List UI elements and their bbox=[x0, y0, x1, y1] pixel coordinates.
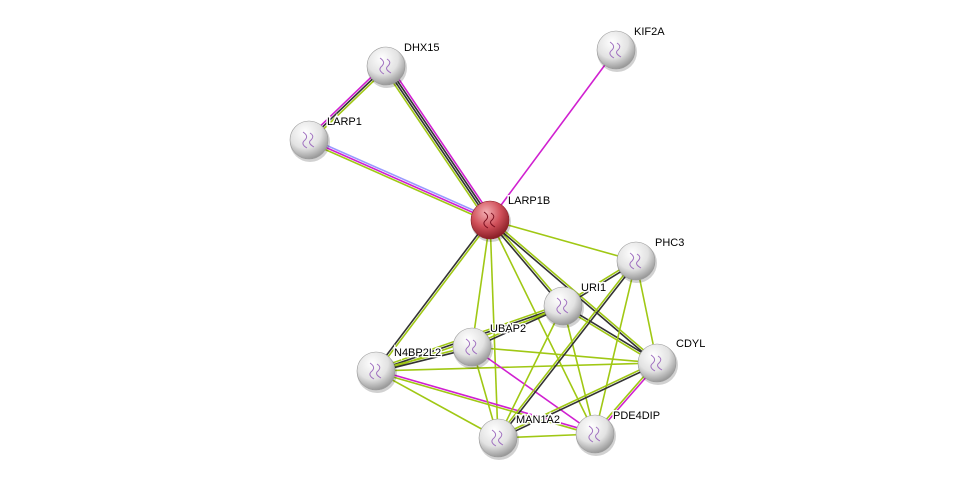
edge-uri1-man1a2[interactable] bbox=[497, 305, 564, 439]
node-phc3[interactable]: PHC3 bbox=[616, 236, 686, 283]
edge-line-coexpression bbox=[498, 363, 658, 440]
protein-structure-icon bbox=[650, 354, 663, 372]
node-bubble[interactable] bbox=[478, 418, 518, 458]
edge-phc3-man1a2[interactable] bbox=[496, 259, 638, 440]
edge-n4bp2l2-man1a2[interactable] bbox=[375, 370, 499, 439]
node-label: KIF2A bbox=[634, 26, 665, 38]
edge-line-textmining bbox=[307, 141, 490, 223]
edge-uri1-pde4dip[interactable] bbox=[562, 305, 596, 435]
edge-line-experiments bbox=[489, 49, 617, 221]
edge-line-textmining bbox=[375, 362, 658, 372]
node-label: PHC3 bbox=[655, 237, 684, 249]
edge-larp1b-kif2a[interactable] bbox=[489, 49, 617, 221]
node-bubble[interactable] bbox=[366, 46, 406, 86]
protein-structure-icon bbox=[369, 362, 382, 380]
edge-larp1b-n4bp2l2[interactable] bbox=[374, 218, 492, 373]
node-bubble[interactable] bbox=[543, 286, 583, 326]
node-bubble[interactable] bbox=[452, 327, 492, 367]
edge-phc3-pde4dip[interactable] bbox=[594, 260, 637, 435]
node-dhx15[interactable]: DHX15 bbox=[366, 41, 441, 88]
node-bubble[interactable] bbox=[575, 414, 615, 454]
edge-line-textmining bbox=[489, 219, 499, 439]
edge-cdyl-man1a2[interactable] bbox=[497, 361, 658, 440]
edge-larp1b-pde4dip[interactable] bbox=[489, 219, 596, 435]
edge-line-textmining bbox=[497, 361, 657, 438]
node-bubble[interactable] bbox=[616, 241, 656, 281]
protein-structure-icon bbox=[609, 41, 622, 59]
edge-n4bp2l2-cdyl[interactable] bbox=[375, 362, 658, 372]
protein-structure-icon bbox=[629, 252, 642, 270]
edge-line-textmining bbox=[376, 220, 492, 373]
edge-line-experiments bbox=[388, 63, 494, 219]
node-label: DHX15 bbox=[404, 42, 439, 54]
node-bubble[interactable] bbox=[637, 343, 677, 383]
protein-structure-icon bbox=[302, 131, 315, 149]
edge-line-coexpression bbox=[498, 261, 638, 440]
edge-line-coexpression bbox=[386, 64, 492, 220]
node-bubble[interactable] bbox=[356, 351, 396, 391]
node-label: LARP1 bbox=[327, 116, 362, 128]
edge-line-textmining bbox=[471, 219, 491, 348]
protein-structure-icon bbox=[483, 211, 496, 229]
edge-line-textmining bbox=[382, 67, 488, 223]
node-man1a2[interactable]: MAN1A2 bbox=[478, 413, 562, 460]
node-label: N4BP2L2 bbox=[394, 347, 441, 359]
edge-line-textmining bbox=[594, 260, 637, 435]
node-bubble[interactable] bbox=[596, 30, 636, 70]
node-larp1[interactable]: LARP1 bbox=[289, 115, 363, 162]
edge-line-experiments bbox=[376, 369, 596, 434]
edge-line-textmining bbox=[375, 370, 499, 439]
edge-line-textmining bbox=[496, 259, 636, 438]
node-bubble[interactable] bbox=[289, 120, 329, 160]
edge-line-textmining bbox=[489, 219, 637, 262]
edge-line-textmining bbox=[497, 305, 564, 439]
protein-structure-icon bbox=[379, 57, 392, 75]
edge-larp1b-larp1[interactable] bbox=[307, 137, 492, 223]
edge-larp1b-phc3[interactable] bbox=[489, 219, 637, 262]
node-n4bp2l2[interactable]: N4BP2L2 bbox=[356, 346, 443, 393]
edge-line-textmining bbox=[375, 371, 595, 436]
node-label: LARP1B bbox=[508, 195, 550, 207]
node-label: MAN1A2 bbox=[516, 414, 560, 426]
node-larp1b[interactable]: LARP1B bbox=[470, 194, 552, 242]
protein-structure-icon bbox=[588, 425, 601, 443]
edge-larp1b-ubap2[interactable] bbox=[471, 219, 491, 348]
edge-larp1b-dhx15[interactable] bbox=[382, 63, 494, 223]
node-ubap2[interactable]: UBAP2 bbox=[452, 322, 528, 369]
node-kif2a[interactable]: KIF2A bbox=[596, 25, 667, 72]
protein-structure-icon bbox=[465, 338, 478, 356]
node-label: CDYL bbox=[676, 338, 705, 350]
node-uri1[interactable]: URI1 bbox=[543, 281, 608, 328]
edge-larp1b-man1a2[interactable] bbox=[489, 219, 499, 439]
node-label: URI1 bbox=[581, 282, 606, 294]
node-label: UBAP2 bbox=[490, 323, 526, 335]
node-bubble[interactable] bbox=[470, 200, 510, 240]
edge-line-textmining bbox=[489, 219, 596, 435]
protein-structure-icon bbox=[556, 297, 569, 315]
edge-line-textmining bbox=[562, 305, 596, 435]
node-pde4dip[interactable]: PDE4DIP bbox=[575, 409, 662, 456]
edge-n4bp2l2-pde4dip[interactable] bbox=[375, 369, 596, 436]
edge-line-coexpression bbox=[374, 218, 490, 371]
node-cdyl[interactable]: CDYL bbox=[637, 337, 707, 385]
node-label: PDE4DIP bbox=[613, 410, 660, 422]
edge-line-coexpression bbox=[384, 66, 490, 222]
edge-line-databases bbox=[309, 137, 492, 219]
edge-line-experiments bbox=[308, 139, 491, 221]
protein-structure-icon bbox=[491, 429, 504, 447]
